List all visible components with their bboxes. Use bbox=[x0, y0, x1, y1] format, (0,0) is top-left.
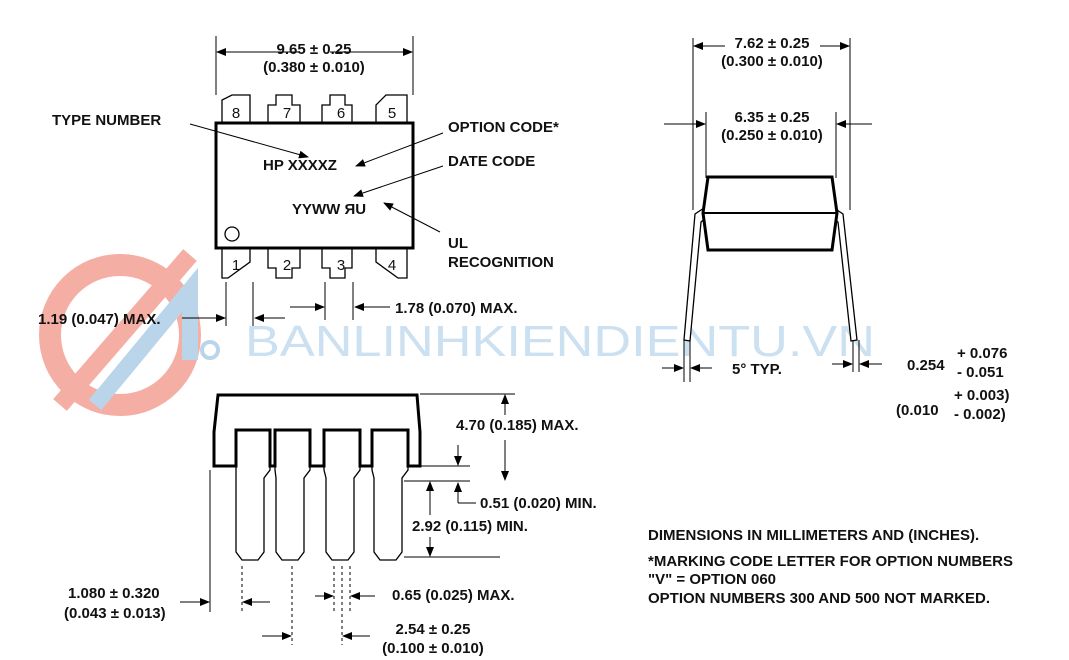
end-lead-dim: 1.19 (0.047) MAX. bbox=[38, 311, 161, 328]
pin-width-dim: 1.78 (0.070) MAX. bbox=[395, 300, 518, 317]
lead-thickness-minus: - 0.051 bbox=[957, 364, 1004, 381]
date-code-label: DATE CODE bbox=[448, 153, 535, 170]
pitch-mm: 2.54 ± 0.25 bbox=[396, 621, 471, 638]
lead-angle: 5° TYP. bbox=[732, 361, 782, 378]
standoff-dim: 0.51 (0.020) MIN. bbox=[480, 495, 597, 512]
outer-width-mm: 7.62 ± 0.25 bbox=[735, 35, 810, 52]
pin-3: 3 bbox=[337, 257, 345, 274]
watermark-logo: BANLINHKIENDIENTU.VN bbox=[39, 249, 875, 416]
lead-thickness-in-minus: - 0.002) bbox=[954, 406, 1006, 423]
top-view: 9.65 ± 0.25 (0.380 ± 0.010) 8 7 6 5 1 2 … bbox=[38, 36, 559, 328]
pitch-in: (0.100 ± 0.010) bbox=[382, 640, 484, 657]
note-marking: *MARKING CODE LETTER FOR OPTION NUMBERS bbox=[648, 553, 1013, 570]
ul-label: UL bbox=[448, 235, 468, 252]
lead-width-dim: 0.65 (0.025) MAX. bbox=[392, 587, 515, 604]
pin-1: 1 bbox=[232, 257, 240, 274]
width-mm: 9.65 ± 0.25 bbox=[277, 41, 352, 58]
note-not-marked: OPTION NUMBERS 300 AND 500 NOT MARKED. bbox=[648, 590, 990, 607]
pin-7: 7 bbox=[283, 105, 291, 122]
note-units: DIMENSIONS IN MILLIMETERS AND (INCHES). bbox=[648, 527, 979, 544]
pin-2: 2 bbox=[283, 257, 291, 274]
inner-width-in: (0.250 ± 0.010) bbox=[721, 127, 823, 144]
pin-4: 4 bbox=[388, 257, 396, 274]
height-max-dim: 4.70 (0.185) MAX. bbox=[456, 417, 579, 434]
type-number-value: HP XXXXZ bbox=[263, 157, 337, 174]
type-number-label: TYPE NUMBER bbox=[52, 112, 161, 129]
width-in: (0.380 ± 0.010) bbox=[263, 59, 365, 76]
lead-thickness-plus: + 0.076 bbox=[957, 345, 1007, 362]
end-offset-mm: 1.080 ± 0.320 bbox=[68, 585, 160, 602]
inner-width-mm: 6.35 ± 0.25 bbox=[735, 109, 810, 126]
date-code-value: YYWW ЯU bbox=[292, 201, 366, 218]
pin-5: 5 bbox=[388, 105, 396, 122]
option-code-label: OPTION CODE* bbox=[448, 119, 559, 136]
note-option-v: "V" = OPTION 060 bbox=[648, 571, 776, 588]
ul-recognition-label: RECOGNITION bbox=[448, 254, 554, 271]
pin-6: 6 bbox=[337, 105, 345, 122]
outer-width-in: (0.300 ± 0.010) bbox=[721, 53, 823, 70]
front-view: 4.70 (0.185) MAX. 0.51 (0.020) MIN. 2.92… bbox=[64, 393, 597, 657]
lead-thickness-in-plus: + 0.003) bbox=[954, 387, 1009, 404]
lead-thickness: 0.254 bbox=[907, 357, 945, 374]
end-offset-in: (0.043 ± 0.013) bbox=[64, 605, 166, 622]
lead-thickness-in: (0.010 bbox=[896, 402, 939, 419]
pin-8: 8 bbox=[232, 105, 240, 122]
lead-length-dim: 2.92 (0.115) MIN. bbox=[412, 518, 528, 535]
notes: DIMENSIONS IN MILLIMETERS AND (INCHES). … bbox=[648, 527, 1013, 607]
watermark-text: BANLINHKIENDIENTU.VN bbox=[245, 317, 875, 366]
side-view: 7.62 ± 0.25 (0.300 ± 0.010) 6.35 ± 0.25 … bbox=[662, 35, 1009, 423]
